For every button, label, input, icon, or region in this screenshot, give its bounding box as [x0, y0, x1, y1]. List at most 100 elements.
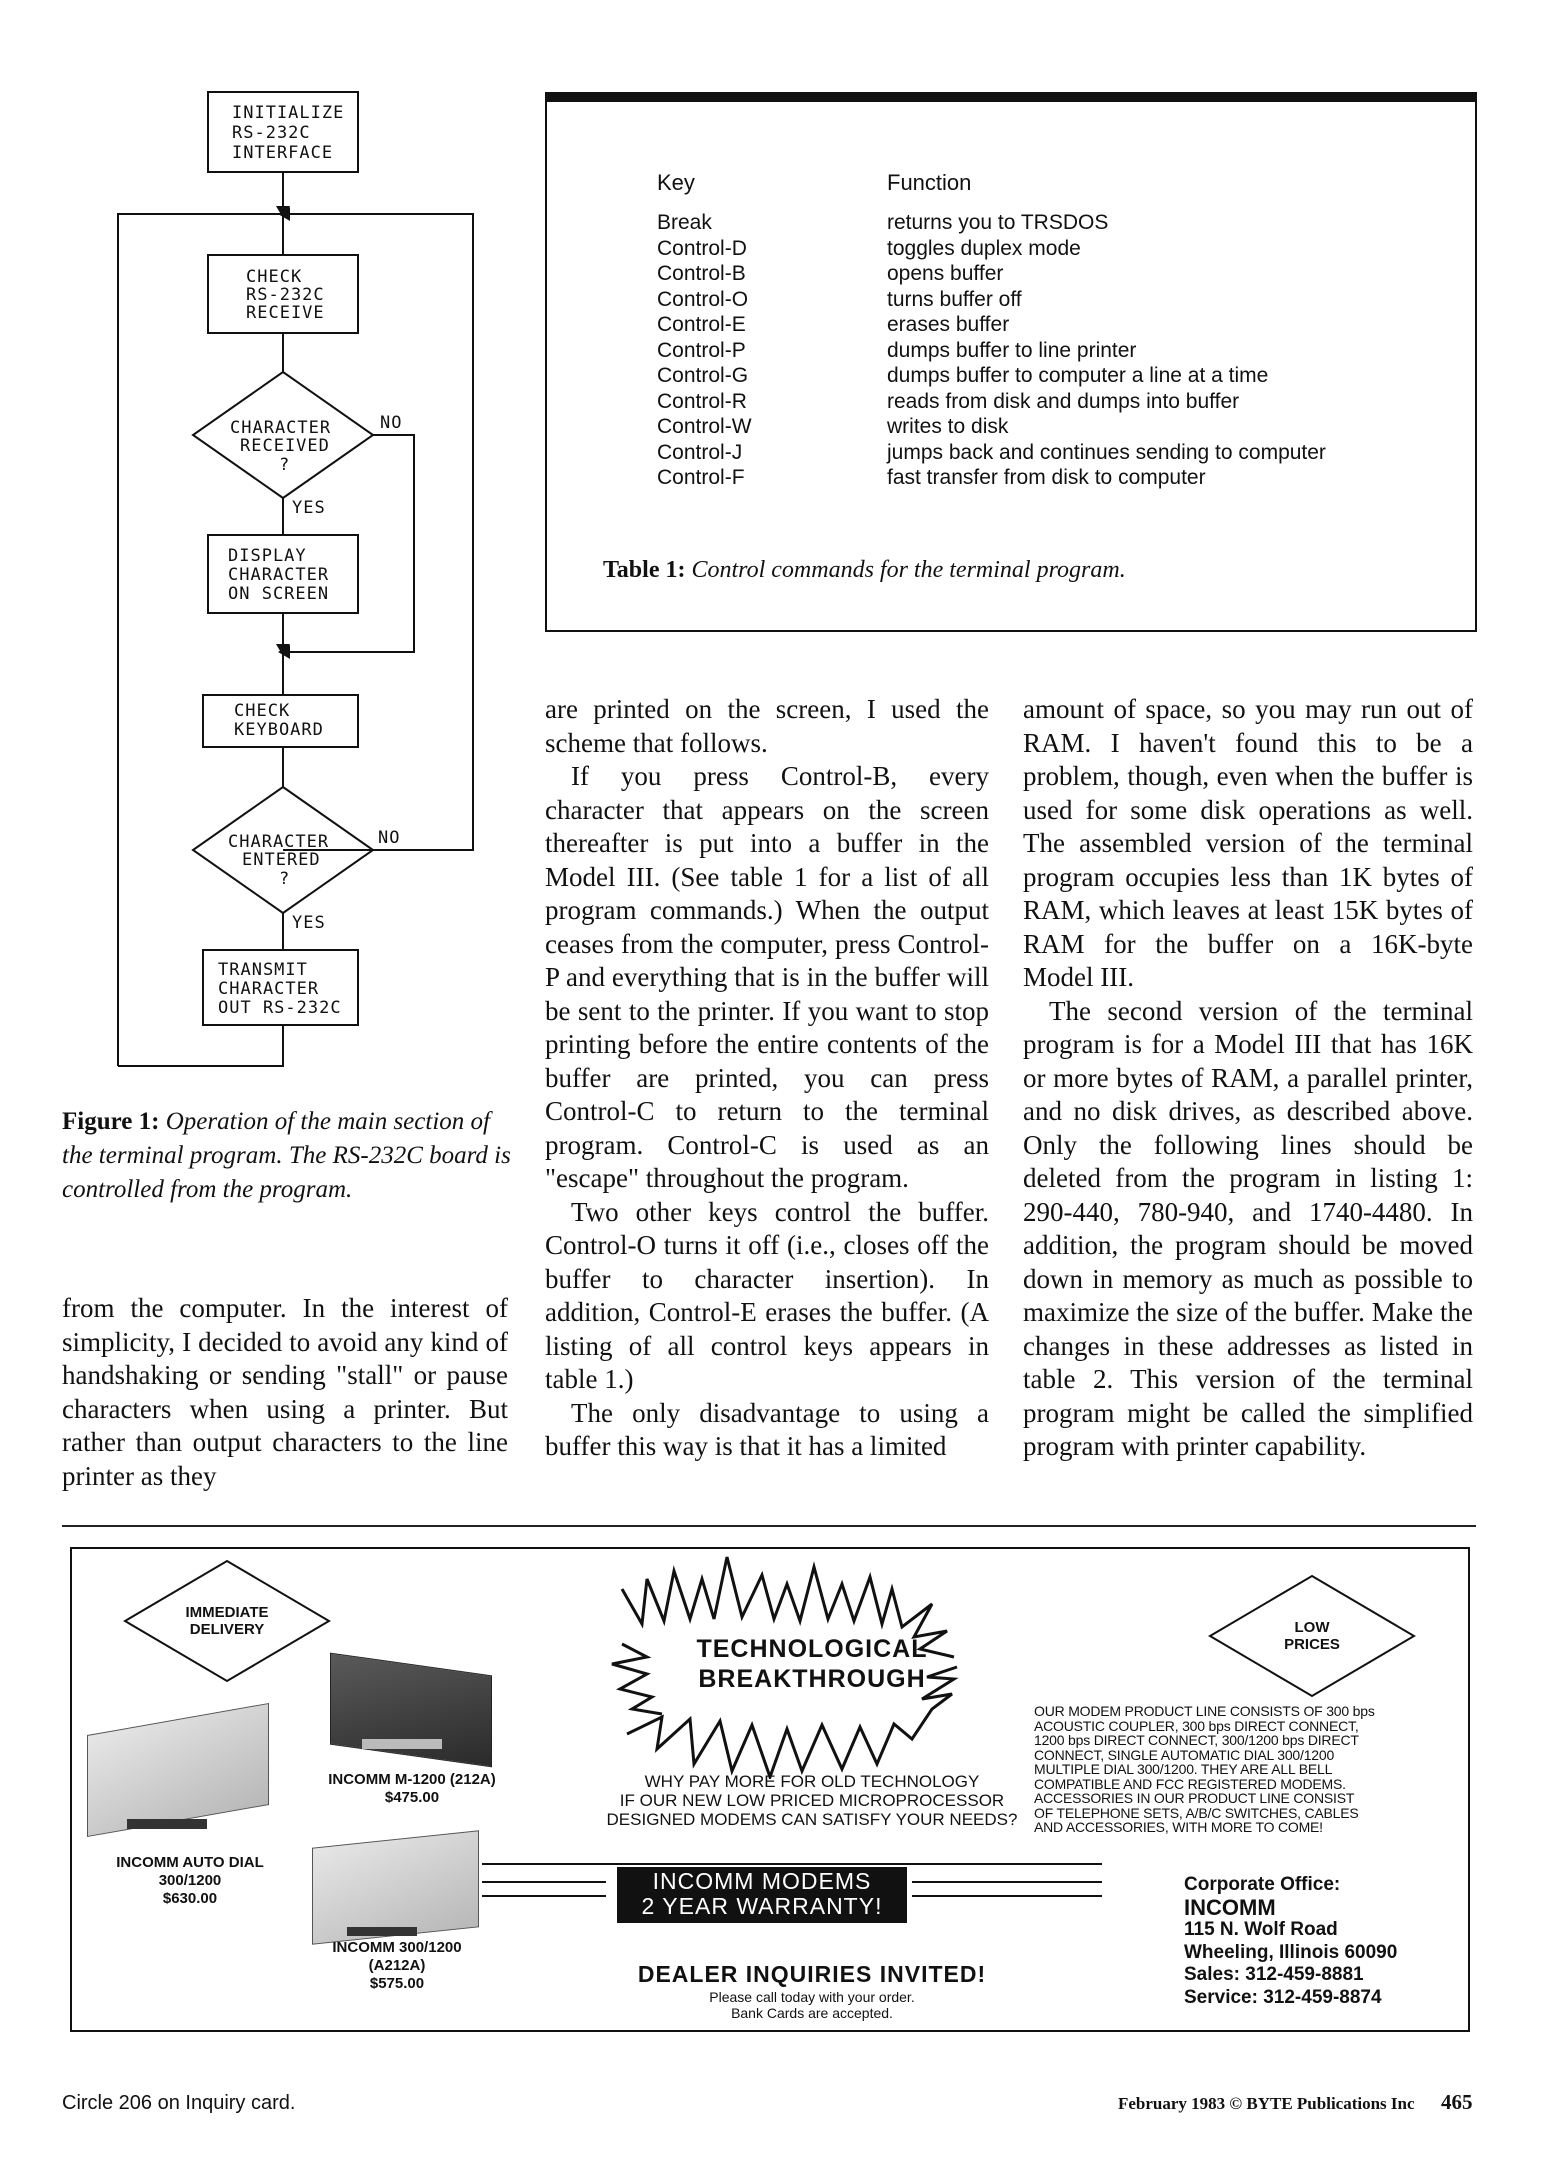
modem-300-1200-panel	[347, 1927, 417, 1936]
product-300-1200: INCOMM 300/1200 (A212A) $575.00	[297, 1939, 497, 1993]
flow-received-line2: RECEIVED	[240, 436, 330, 456]
table-row-key: Control-O	[657, 287, 749, 311]
flow-receive-line2: RS-232C	[246, 285, 325, 305]
flow-no-1: NO	[380, 413, 402, 433]
corporate-street: 115 N. Wolf Road	[1184, 1919, 1338, 1940]
headline-line1: TECHNOLOGICAL	[696, 1635, 928, 1663]
table-row-function: returns you to TRSDOS	[887, 211, 1109, 234]
product-300-1200-name: INCOMM 300/1200	[332, 1939, 462, 1956]
product-autodial-price: $630.00	[162, 1890, 218, 1907]
product-line-row: COMPATIBLE AND FCC REGISTERED MODEMS.	[1034, 1775, 1346, 1792]
corporate-name: INCOMM	[1184, 1894, 1276, 1920]
pitch-line3: DESIGNED MODEMS CAN SATISFY YOUR NEEDS?	[606, 1810, 1018, 1829]
flow-transmit-line1: TRANSMIT	[218, 960, 308, 980]
table-row-key: Control-B	[657, 262, 746, 285]
table-row-function: toggles duplex mode	[887, 236, 1081, 260]
flow-no-2: NO	[378, 828, 400, 848]
article-col2-p1: are printed on the screen, I used the sc…	[545, 694, 989, 758]
product-line-row: AND ACCESSORIES, WITH MORE TO COME!	[1034, 1819, 1323, 1835]
warranty-line2: 2 YEAR WARRANTY!	[641, 1893, 883, 1919]
modem-m1200-panel	[362, 1739, 442, 1749]
flow-received-line3: ?	[279, 455, 290, 475]
pitch-line1: WHY PAY MORE FOR OLD TECHNOLOGY	[644, 1772, 980, 1791]
flow-receive-line1: CHECK	[246, 267, 302, 287]
product-autodial-name: INCOMM AUTO DIAL	[116, 1854, 264, 1871]
low-prices-label: LOW PRICES	[1247, 1619, 1377, 1653]
table-row-key: Control-F	[657, 466, 745, 489]
footer-credit: February 1983 © BYTE Publications Inc	[1118, 2094, 1415, 2113]
table-row-function: erases buffer	[887, 313, 1010, 336]
flow-yes-1: YES	[292, 498, 326, 518]
article-col2-p2: If you press Control-B, every character …	[545, 761, 989, 1193]
flow-transmit-line2: CHARACTER	[218, 979, 319, 999]
flow-transmit-box	[202, 949, 359, 1026]
article-col3-p2: The second version of the terminal progr…	[1023, 995, 1473, 1462]
article-col2-p3: Two other keys control the buffer. Contr…	[545, 1196, 989, 1395]
article-col2-p4: The only disadvantage to using a buffer …	[545, 1397, 989, 1462]
product-300-1200-model: (A212A)	[368, 1957, 426, 1974]
warranty-rule-right2	[912, 1895, 1102, 1897]
footer-page-number: 465	[1441, 2090, 1473, 2114]
flow-receive-line3: RECEIVE	[246, 303, 325, 323]
flow-entered-line1: CHARACTER	[228, 832, 329, 852]
table-row-key: Control-D	[657, 236, 747, 260]
headline-line2: BREAKTHROUGH	[698, 1665, 926, 1693]
table-row-function: dumps buffer to line printer	[887, 338, 1137, 362]
flow-entered-line2: ENTERED	[242, 850, 321, 870]
flow-entered-line3: ?	[279, 869, 290, 889]
table-row-key: Break	[657, 211, 712, 234]
product-autodial: INCOMM AUTO DIAL 300/1200 $630.00	[80, 1854, 300, 1908]
immediate-delivery-diamond	[123, 1559, 331, 1683]
modem-autodial-panel	[127, 1819, 207, 1829]
table-row-function: writes to disk	[887, 415, 1009, 438]
flow-display-line3: ON SCREEN	[228, 584, 329, 604]
immediate-line1: IMMEDIATE	[185, 1604, 269, 1621]
call-line1: Please call today with your order.	[709, 1989, 915, 2005]
pitch-text: WHY PAY MORE FOR OLD TECHNOLOGY IF OUR N…	[512, 1772, 1112, 1829]
figure-caption: Figure 1: Operation of the main section …	[62, 1105, 512, 1207]
call-line2: Bank Cards are accepted.	[731, 2005, 893, 2021]
flowchart-diagram: INITIALIZE RS-232C INTERFACE CHECK RS-23…	[117, 91, 474, 1067]
footer-circle: Circle 206 on Inquiry card.	[62, 2092, 296, 2114]
article-column-3: amount of space, so you may run out of R…	[1023, 693, 1473, 1464]
corporate-heading: Corporate Office:	[1184, 1874, 1341, 1895]
figure-caption-label: Figure 1:	[62, 1108, 160, 1135]
low-prices-line2: PRICES	[1284, 1636, 1340, 1653]
figure-caption-text: Operation of the main section of the ter…	[62, 1108, 511, 1203]
flow-display-line1: DISPLAY	[228, 546, 307, 566]
table-caption: Table 1: Control commands for the termin…	[603, 557, 1126, 584]
warranty-rule-left2	[482, 1895, 606, 1897]
warranty-rule-top	[482, 1863, 1102, 1865]
article-col3-p1: amount of space, so you may run out of R…	[1023, 694, 1473, 992]
product-line-row: ACOUSTIC COUPLER, 300 bps DIRECT CONNECT…	[1034, 1717, 1359, 1734]
article-column-2: are printed on the screen, I used the sc…	[545, 693, 989, 1464]
flow-init-line3: INTERFACE	[232, 143, 333, 163]
table-row-function: turns buffer off	[887, 287, 1022, 311]
immediate-line2: DELIVERY	[189, 1621, 265, 1638]
table-row-function: opens buffer	[887, 262, 1004, 285]
product-m1200-name: INCOMM M-1200 (212A)	[328, 1771, 496, 1788]
headline-burst-icon	[611, 1556, 959, 1779]
corporate-city: Wheeling, Illinois 60090	[1184, 1941, 1398, 1963]
flow-keyboard-line1: CHECK	[234, 701, 290, 721]
product-line-row: ACCESSORIES IN OUR PRODUCT LINE CONSIST	[1034, 1790, 1355, 1806]
flow-init-line1: INITIALIZE	[232, 103, 344, 123]
modem-autodial-image	[87, 1702, 269, 1838]
flow-keyboard-line2: KEYBOARD	[234, 720, 324, 740]
product-line-row: OF TELEPHONE SETS, A/B/C SWITCHES, CABLE…	[1034, 1804, 1359, 1821]
table-row-key: Control-P	[657, 338, 746, 362]
warranty-rule-left1	[482, 1881, 606, 1883]
headline: TECHNOLOGICAL BREAKTHROUGH	[612, 1634, 1012, 1694]
table-row-key: Control-E	[657, 313, 746, 336]
table-header-function: Function	[887, 170, 972, 195]
flow-init-line2: RS-232C	[232, 123, 311, 143]
article-divider	[62, 1525, 1476, 1527]
low-prices-diamond	[1208, 1574, 1416, 1698]
table-row-function: dumps buffer to computer a line at a tim…	[887, 364, 1269, 387]
warranty-line1: INCOMM MODEMS	[652, 1868, 872, 1894]
article-col1-text: from the computer. In the interest of si…	[62, 1293, 508, 1491]
product-line-text: OUR MODEM PRODUCT LINE CONSISTS OF 300 b…	[1034, 1704, 1454, 1835]
table-caption-text: Control commands for the terminal progra…	[691, 557, 1126, 583]
